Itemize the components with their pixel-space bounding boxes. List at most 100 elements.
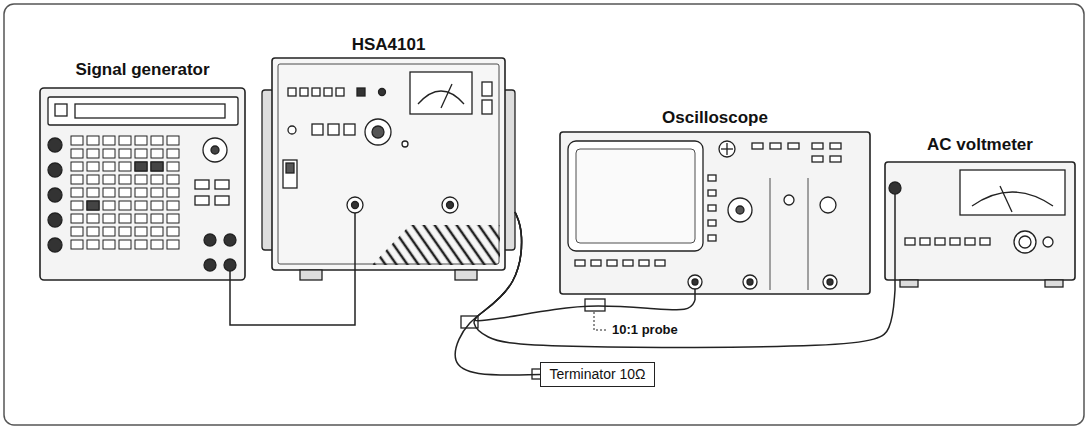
terminator-box: Terminator 10Ω — [540, 362, 655, 387]
oscilloscope-drawing-part — [607, 260, 617, 266]
amplifier-drawing-part — [418, 91, 464, 104]
oscilloscope-drawing-part — [736, 206, 744, 214]
oscilloscope-drawing-part — [820, 197, 836, 213]
amplifier-drawing-part — [372, 225, 500, 265]
signal-generator-drawing-part — [48, 213, 62, 227]
voltmeter-drawing-part — [889, 182, 901, 194]
signal-generator-drawing-part — [215, 196, 229, 205]
signal-generator-drawing-part — [203, 138, 227, 162]
oscilloscope-drawing-part — [719, 141, 735, 157]
amplifier-drawing-part — [300, 270, 322, 280]
signal-generator-drawing-part — [70, 135, 182, 252]
signal-generator-drawing-part — [195, 196, 209, 205]
amplifier-drawing-part — [312, 124, 323, 135]
signal-cable — [455, 212, 540, 375]
amplifier-drawing-part — [379, 89, 386, 96]
voltmeter-drawing-part — [920, 238, 930, 245]
oscilloscope-drawing-part — [708, 175, 716, 181]
signal-generator: Signal generator — [35, 60, 250, 290]
amplifier-drawing-part — [288, 126, 296, 134]
oscilloscope-drawing-part — [639, 260, 649, 266]
amplifier-drawing-part — [441, 84, 452, 108]
oscilloscope-drawing-part — [830, 156, 841, 162]
oscilloscope-drawing-part — [708, 235, 716, 241]
voltmeter-drawing-part — [1019, 236, 1031, 248]
oscilloscope-drawing-part — [568, 141, 703, 251]
oscilloscope-drawing-part — [692, 279, 698, 285]
oscilloscope-drawing-part — [830, 143, 841, 149]
leader-line — [594, 312, 608, 330]
voltmeter-drawing-part — [950, 238, 960, 245]
oscilloscope-drawing-part — [823, 275, 837, 289]
probe-label: 10:1 probe — [610, 322, 680, 337]
signal-generator-drawing — [40, 88, 245, 290]
oscilloscope-drawing-part — [770, 178, 771, 290]
signal-generator-drawing-part — [48, 163, 62, 177]
oscilloscope-drawing-part — [812, 143, 823, 149]
amplifier-drawing-part — [482, 100, 492, 114]
amplifier-drawing-part — [300, 88, 308, 96]
amplifier-drawing-part — [328, 124, 339, 135]
amplifier-drawing-part — [410, 72, 472, 114]
oscilloscope-drawing-part — [747, 279, 753, 285]
voltmeter-drawing-part — [900, 280, 918, 287]
instrument-label: HSA4101 — [262, 35, 515, 55]
oscilloscope-drawing-part — [788, 143, 799, 149]
signal-generator-drawing-part — [215, 180, 229, 189]
oscilloscope: Oscilloscope — [555, 108, 875, 300]
voltmeter-drawing — [885, 162, 1075, 290]
signal-cable — [230, 280, 355, 325]
oscilloscope-drawing-part — [726, 143, 727, 155]
signal-generator-drawing-part — [135, 162, 147, 171]
oscilloscope-drawing — [560, 132, 870, 300]
amplifier-drawing-part — [283, 160, 297, 188]
instrument-label: Signal generator — [35, 60, 250, 80]
oscilloscope-drawing-part — [808, 178, 809, 290]
oscilloscope-drawing-part — [655, 260, 665, 266]
oscilloscope-drawing-part — [752, 143, 763, 149]
amplifier-drawing-part — [482, 82, 492, 96]
oscilloscope-drawing-part — [708, 220, 716, 226]
oscilloscope-drawing-part — [708, 205, 716, 211]
amplifier-drawing-part — [312, 88, 320, 96]
signal-generator-drawing-part — [229, 271, 231, 290]
oscilloscope-drawing-part — [623, 260, 633, 266]
voltmeter-drawing-part — [980, 238, 990, 245]
ac-voltmeter: AC voltmeter — [880, 135, 1080, 290]
signal-generator-drawing-part — [151, 162, 163, 171]
amplifier-drawing-part — [365, 119, 391, 145]
voltmeter-drawing-part — [1014, 231, 1036, 253]
signal-generator-drawing-part — [48, 138, 62, 152]
oscilloscope-drawing-part — [743, 275, 757, 289]
signal-generator-drawing-part — [48, 188, 62, 202]
signal-cable — [474, 212, 895, 347]
amplifier-drawing-part — [447, 202, 454, 209]
voltmeter-drawing-part — [960, 170, 1065, 215]
amplifier-drawing — [262, 58, 515, 280]
oscilloscope-drawing-part — [827, 279, 833, 285]
voltmeter-drawing-part — [965, 238, 975, 245]
oscilloscope-drawing-part — [560, 132, 870, 294]
amplifier-drawing-part — [286, 163, 294, 173]
signal-generator-drawing-part — [48, 97, 238, 125]
voltmeter-drawing-part — [885, 162, 1075, 280]
signal-generator-drawing-part — [224, 259, 236, 271]
voltmeter-drawing-part — [1045, 280, 1063, 287]
amplifier-drawing-part — [354, 213, 356, 280]
signal-generator-drawing-part — [75, 104, 225, 118]
signal-generator-drawing-part — [55, 104, 67, 116]
oscilloscope-drawing-part — [694, 289, 696, 300]
signal-generator-drawing-part — [48, 238, 62, 252]
oscilloscope-drawing-part — [784, 195, 794, 205]
signal-generator-drawing-part — [87, 201, 99, 210]
instrument-label: Oscilloscope — [555, 108, 875, 128]
oscilloscope-drawing-part — [812, 156, 823, 162]
amplifier-drawing-part — [442, 197, 458, 213]
amplifier-drawing-part — [352, 202, 359, 209]
amplifier-drawing-part — [402, 141, 408, 147]
amplifier-drawing-part — [344, 124, 355, 135]
oscilloscope-drawing-part — [591, 260, 601, 266]
signal-generator-drawing-part — [204, 259, 216, 271]
voltmeter-drawing-part — [1043, 237, 1053, 247]
